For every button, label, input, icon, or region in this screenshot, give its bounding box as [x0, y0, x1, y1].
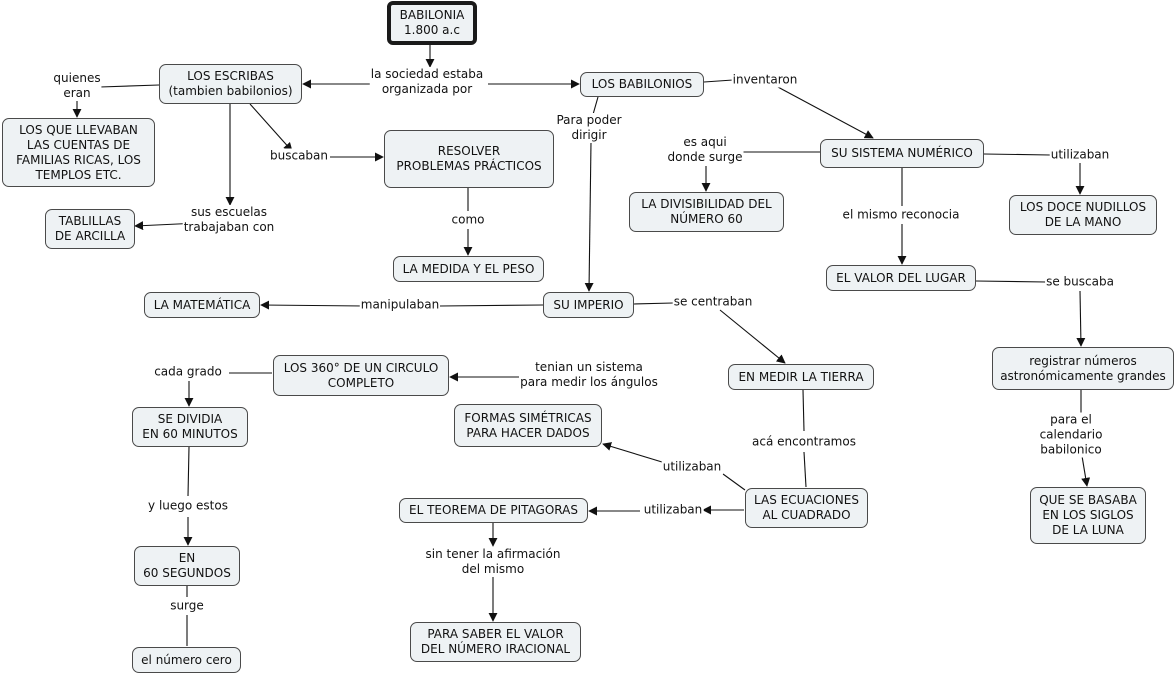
link-se-buscaba: se buscaba [1045, 274, 1115, 290]
node-circulo[interactable]: LOS 360° DE UN CIRCULO COMPLETO [273, 355, 449, 396]
link-quienes-eran: quienes eran [52, 71, 102, 101]
link-como: como [450, 212, 486, 228]
connector-line [975, 280, 1047, 283]
link-manipulaban: manipulaban [359, 297, 441, 313]
node-tablillas[interactable]: TABLILLAS DE ARCILLA [45, 209, 135, 249]
link-sin-tener: sin tener la afirmación del mismo [424, 547, 562, 577]
node-luna[interactable]: QUE SE BASABA EN LOS SIGLOS DE LA LUNA [1030, 487, 1146, 544]
connector-line [802, 389, 805, 432]
connector-line [1076, 290, 1086, 347]
link-cada-grado: cada grado [153, 364, 223, 380]
link-mismo-reconocia: el mismo reconocia [841, 207, 961, 223]
node-divisibilidad[interactable]: LA DIVISIBILIDAD DEL NÚMERO 60 [629, 192, 784, 232]
link-para-calendario: para el calendario babilonico [1019, 412, 1123, 458]
connector-line [249, 103, 293, 152]
node-tierra[interactable]: EN MEDIR LA TIERRA [728, 364, 874, 390]
node-ecuaciones[interactable]: LAS ECUACIONES AL CUADRADO [745, 488, 868, 528]
connector-line [260, 300, 365, 310]
link-utilizaban-pitagoras: utilizaban [642, 502, 704, 518]
node-irracional[interactable]: PARA SABER EL VALOR DEL NÚMERO IRACIONAL [410, 622, 581, 662]
connector-line [803, 451, 807, 488]
connector-line [99, 84, 160, 88]
link-es-aqui: es aqui donde surge [666, 135, 744, 165]
node-escribas[interactable]: LOS ESCRIBAS (tambien babilonios) [159, 64, 302, 104]
node-cuentas[interactable]: LOS QUE LLEVABAN LAS CUENTAS DE FAMILIAS… [2, 118, 155, 187]
node-sistema[interactable]: SU SISTEMA NUMÉRICO [820, 139, 984, 168]
connector-line [722, 473, 746, 491]
link-se-centraban: se centraban [672, 294, 754, 310]
connector-line [775, 85, 874, 139]
node-formas[interactable]: FORMAS SIMÉTRICAS PARA HACER DADOS [454, 404, 602, 447]
link-buscaban: buscaban [268, 148, 330, 164]
link-utilizaban-formas: utilizaban [661, 459, 723, 475]
link-para-poder-dirigir: Para poder dirigir [555, 113, 623, 143]
link-surge: surge [169, 598, 205, 614]
node-babilonia[interactable]: BABILONIA 1.800 a.c [387, 1, 477, 45]
link-aca-encontramos: acá encontramos [751, 434, 857, 450]
link-inventaron: inventaron [731, 72, 799, 88]
link-utilizaban-nudillos: utilizaban [1049, 147, 1111, 163]
node-babilonios[interactable]: LOS BABILONIOS [580, 72, 704, 97]
connector-line [439, 304, 544, 307]
node-pitagoras[interactable]: EL TEOREMA DE PITAGORAS [399, 498, 588, 523]
node-medida[interactable]: LA MEDIDA Y EL PESO [393, 256, 544, 282]
node-resolver[interactable]: RESOLVER PROBLEMAS PRÁCTICOS [384, 130, 554, 188]
link-y-luego: y luego estos [147, 498, 229, 514]
node-registrar[interactable]: registrar números astronómicamente grand… [992, 347, 1174, 390]
node-matematica[interactable]: LA MATEMÁTICA [144, 292, 260, 318]
connector-line [187, 446, 190, 497]
link-tenian-sistema: tenian un sistema para medir los ángulos [519, 360, 659, 390]
node-segundos[interactable]: EN 60 SEGUNDOS [134, 546, 240, 586]
connector-line [633, 302, 674, 305]
link-sus-escuelas: sus escuelas trabajaban con [182, 205, 276, 235]
connector-line [584, 141, 594, 292]
node-imperio[interactable]: SU IMPERIO [543, 292, 634, 318]
node-dividia[interactable]: SE DIVIDIA EN 60 MINUTOS [132, 407, 248, 447]
connector-line [703, 79, 734, 83]
connector-line [602, 442, 663, 463]
node-valor-lugar[interactable]: EL VALOR DEL LUGAR [826, 265, 976, 291]
link-sociedad: la sociedad estaba organizada por [369, 67, 485, 97]
connector-line [719, 309, 786, 364]
node-cero[interactable]: el número cero [132, 647, 241, 673]
node-nudillos[interactable]: LOS DOCE NUDILLOS DE LA MANO [1009, 195, 1157, 235]
connector-line [983, 153, 1051, 156]
